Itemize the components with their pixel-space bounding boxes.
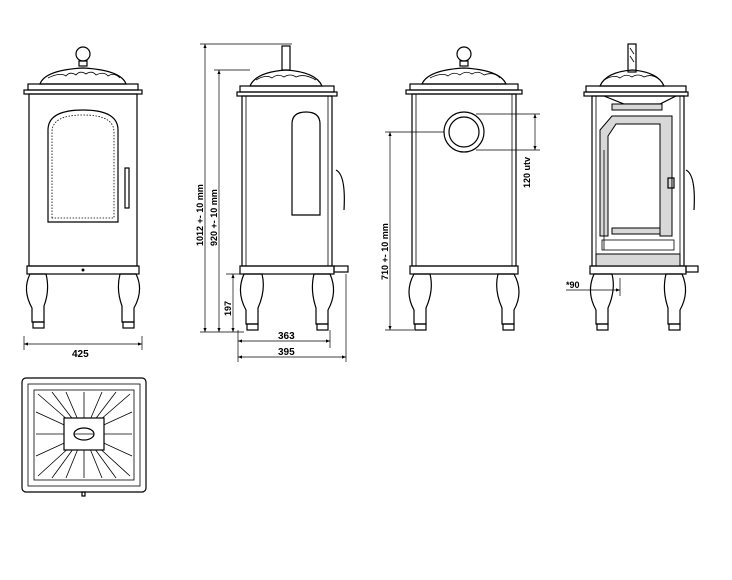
rear-body [411,93,517,267]
decorative-crown [39,67,127,85]
side-view: 1012 +- 10 mm 920 +- 10 mm 197 363 395 [195,43,349,362]
door-glass [47,109,119,223]
flue-outlet [443,111,485,153]
inlet-label: *90 [566,280,580,290]
firebox-lining [599,115,673,237]
base-plate [26,265,140,275]
depth-inner-label: 363 [278,331,295,342]
front-width-label: 425 [72,349,89,360]
total-height-label: 1012 +- 10 mm [195,184,205,246]
side-crown [249,69,323,87]
side-window [291,111,321,216]
top-rim [27,83,139,91]
side-handle [335,169,345,211]
leg-height-label: 197 [223,301,233,316]
front-left-leg [25,273,49,323]
body-height-label: 920 +- 10 mm [209,189,219,246]
stove-body [28,93,138,267]
depth-outer-label: 395 [278,347,295,358]
top-knob [75,46,91,62]
front-view: 425 [23,46,143,360]
ash-pan [333,265,349,273]
front-right-leg [117,273,141,323]
flue-pipe [281,45,291,71]
flue-height-label: 710 +- 10 mm [380,223,390,280]
flue-diameter-label: 120 utv [522,157,532,188]
top-view [21,377,147,497]
door-handle [124,167,130,209]
rear-view: 710 +- 10 mm 120 utv [380,46,540,331]
side-body [241,95,333,267]
section-view: *90 [566,43,699,331]
